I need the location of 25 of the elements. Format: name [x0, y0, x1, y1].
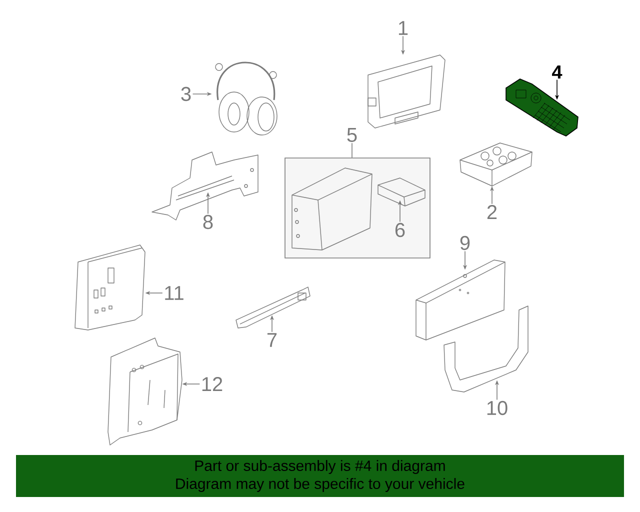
group-frame — [284, 158, 430, 258]
callout-number: 3 — [181, 86, 191, 102]
callout-number: 9 — [460, 236, 470, 250]
display-unit-drawing — [368, 54, 446, 128]
module-drawing — [378, 178, 426, 206]
callout-number: 6 — [395, 222, 405, 238]
headphones-drawing — [215, 62, 278, 136]
control-module-drawing — [108, 338, 182, 446]
notice-banner: Part or sub-assembly is #4 in diagram Diagram may not be specific to your vehicle — [16, 455, 624, 497]
remote-control-drawing — [506, 78, 578, 136]
callout-number: 2 — [487, 205, 497, 219]
control-module-drawing — [74, 244, 146, 330]
trim-rail-drawing — [236, 286, 310, 328]
callout-number: 5 — [347, 128, 357, 142]
callout-number: 11 — [165, 286, 184, 300]
bracket-drawing — [444, 306, 528, 392]
callout-number: 7 — [267, 333, 277, 347]
callout-number: 4 — [552, 65, 562, 79]
callout-number: 1 — [398, 21, 408, 35]
module-drawing — [292, 168, 372, 250]
callout-number: 8 — [203, 214, 213, 230]
module-drawing — [416, 260, 506, 340]
switch-panel-drawing — [460, 142, 532, 186]
callout-number: 10 — [487, 400, 508, 416]
callout-number: 12 — [202, 377, 222, 391]
